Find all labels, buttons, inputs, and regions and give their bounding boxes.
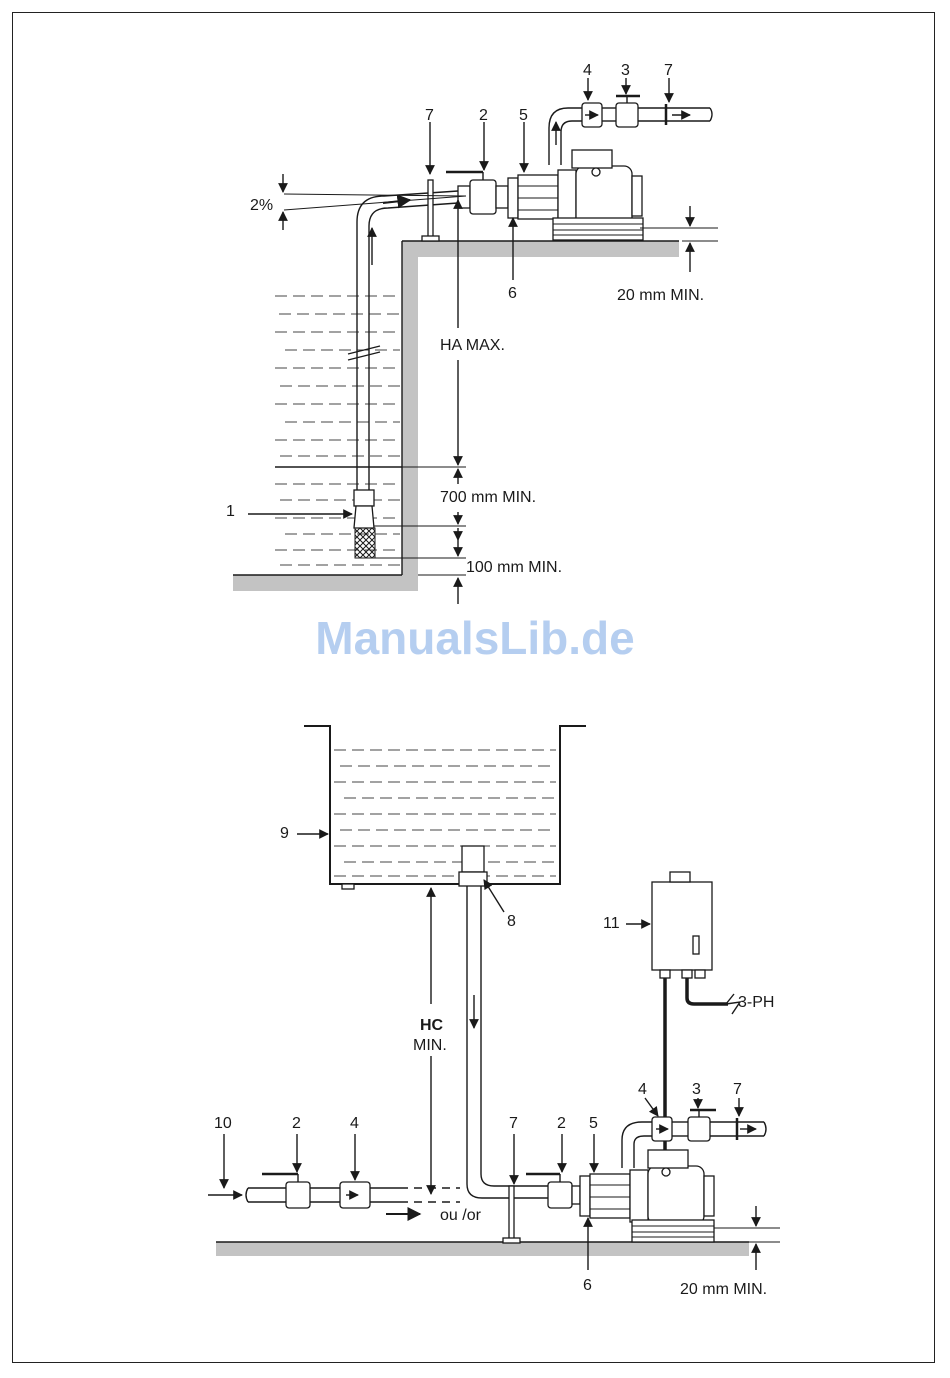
three-ph-label: 3-PH [738,994,774,1011]
callout-5-bottom: 5 [589,1115,598,1132]
hc-label: HC [420,1017,444,1034]
callout-2-bottom-right: 2 [557,1115,566,1132]
hc-min-label: MIN. [413,1037,447,1054]
bottom-pipe-support [503,1186,520,1243]
callout-2-bottom-left: 2 [292,1115,301,1132]
slope-label: 2% [250,197,273,214]
bottom-20mm-dimension [714,1206,780,1270]
pipe-support [422,180,439,241]
bottom-floor [216,1242,749,1256]
bottom-pump [580,1150,714,1242]
top-20mm-dimension [640,206,718,272]
callout-10: 10 [214,1115,232,1132]
watermark: ManualsLib.de [315,612,634,664]
mains-inlet [208,1174,460,1214]
ha-dimension [374,200,466,604]
slope-dimension [283,174,466,230]
dim-20-bottom-label: 20 mm MIN. [680,1281,767,1298]
gate-valve-2 [446,172,508,214]
top-pump [508,150,643,240]
dim-20-top-label: 20 mm MIN. [617,287,704,304]
foot-valve [354,490,375,558]
bottom-gate-valve [526,1174,580,1208]
callout-4-top: 4 [583,62,592,79]
feed-tank [304,726,586,889]
callout-7-top-left: 7 [425,107,434,124]
bottom-diagram: 9 8 11 10 2 4 7 2 5 4 3 7 6 HC MIN. ou /… [208,726,780,1298]
callout-4-bottom-left: 4 [350,1115,359,1132]
tank-downpipe [467,886,548,1198]
top-floor [402,241,679,257]
dim-700-label: 700 mm MIN. [440,489,536,506]
callout-8: 8 [507,913,516,930]
callout-6-bottom: 6 [583,1277,592,1294]
bottom-discharge [622,1110,766,1168]
callout-3-top: 3 [621,62,630,79]
callout-3-bottom: 3 [692,1081,701,1098]
ou-or-label: ou /or [440,1207,482,1224]
tank-bottom [233,575,418,591]
callout-9: 9 [280,825,289,842]
callout-5-top: 5 [519,107,528,124]
tank-wall [402,241,418,577]
ha-max-label: HA MAX. [440,337,505,354]
sump-water [275,296,402,565]
callout-6-top: 6 [508,285,517,302]
top-diagram: 7 2 5 4 3 7 6 1 2% HA MAX. 700 mm MIN. 1… [226,62,718,604]
callout-11: 11 [603,915,620,932]
callout-7-bottom-right: 7 [733,1081,742,1098]
callout-1: 1 [226,503,235,520]
callout-2-top: 2 [479,107,488,124]
callout-7-bottom-left: 7 [509,1115,518,1132]
callout-7-top-right: 7 [664,62,673,79]
callout-4-bottom-right: 4 [638,1081,647,1098]
dim-100-label: 100 mm MIN. [466,559,562,576]
